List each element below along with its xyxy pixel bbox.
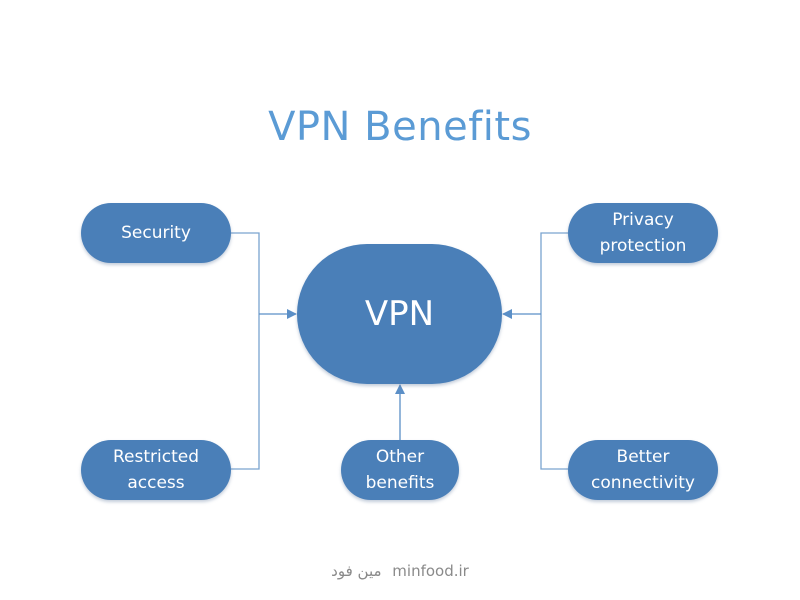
node-vpn-label: VPN <box>364 294 435 334</box>
node-privacy-line1: Privacy <box>612 210 674 230</box>
node-other-line1: Other <box>375 447 425 467</box>
node-privacy-line2: protection <box>599 236 687 256</box>
watermark-site: minfood.ir <box>392 562 469 580</box>
node-connectivity-line1: Better <box>616 447 670 467</box>
node-other-benefits: Other benefits <box>341 440 459 500</box>
diagram-title: VPN Benefits <box>268 104 532 150</box>
node-restricted-line1: Restricted <box>112 447 199 467</box>
connector-security <box>231 232 260 314</box>
node-vpn-center: VPN <box>297 244 502 384</box>
node-other-line2: benefits <box>365 473 435 493</box>
node-security-label: Security <box>121 223 191 243</box>
connector-restricted <box>231 314 260 470</box>
node-privacy-protection: Privacy protection <box>568 203 718 263</box>
watermark-persian: مین فود <box>331 562 382 580</box>
node-restricted-line2: access <box>127 473 185 493</box>
connector-privacy <box>540 232 568 314</box>
node-security: Security <box>81 203 231 263</box>
watermark: مین فود minfood.ir <box>0 562 800 580</box>
connector-connectivity <box>540 314 568 470</box>
node-restricted-access: Restricted access <box>81 440 231 500</box>
node-connectivity-line2: connectivity <box>590 473 695 493</box>
node-better-connectivity: Better connectivity <box>568 440 718 500</box>
